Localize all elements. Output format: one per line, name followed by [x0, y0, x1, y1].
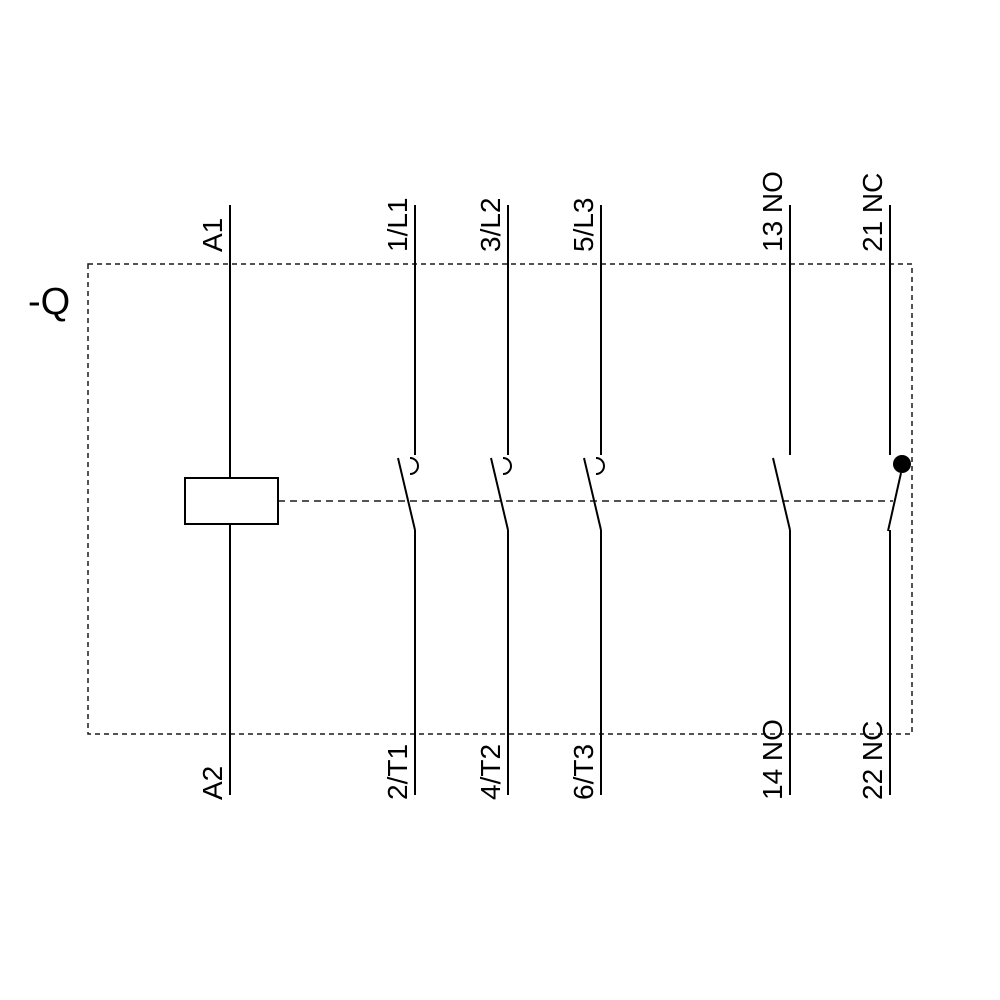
- terminal-label-1l1: 1/L1: [382, 198, 413, 253]
- terminal-label-a2: A2: [197, 766, 228, 800]
- aux-contact-no: 13 NO 14 NO: [757, 171, 791, 800]
- main-contact-pole-1: 1/L1 2/T1: [382, 198, 419, 800]
- main-contact-arc: [409, 457, 419, 475]
- main-contact-arc: [502, 457, 512, 475]
- contact-blade: [583, 457, 602, 531]
- coil-symbol: [184, 477, 279, 525]
- terminal-label-22nc: 22 NC: [857, 721, 888, 800]
- contact-blade: [397, 457, 416, 531]
- device-designation-label: -Q: [28, 281, 70, 323]
- terminal-label-14no: 14 NO: [757, 719, 788, 800]
- terminal-label-2t1: 2/T1: [382, 744, 413, 800]
- terminal-label-21nc: 21 NC: [857, 173, 888, 252]
- terminal-label-5l3: 5/L3: [568, 198, 599, 253]
- contact-blade: [490, 457, 509, 531]
- terminal-label-3l2: 3/L2: [475, 198, 506, 253]
- main-contact-arc: [595, 457, 605, 475]
- terminal-label-a1: A1: [197, 218, 228, 252]
- coil-branch: A1 A2: [184, 205, 279, 800]
- nc-contact-dot: [893, 455, 911, 473]
- terminal-label-4t2: 4/T2: [475, 744, 506, 800]
- main-contact-pole-3: 5/L3 6/T3: [568, 198, 605, 800]
- main-contact-pole-2: 3/L2 4/T2: [475, 198, 512, 800]
- contact-blade: [772, 457, 791, 531]
- terminal-label-13no: 13 NO: [757, 171, 788, 252]
- terminal-label-6t3: 6/T3: [568, 744, 599, 800]
- contact-blade: [887, 472, 902, 532]
- aux-contact-nc: 21 NC 22 NC: [857, 173, 911, 800]
- enclosure-dashed-outline: [87, 263, 913, 735]
